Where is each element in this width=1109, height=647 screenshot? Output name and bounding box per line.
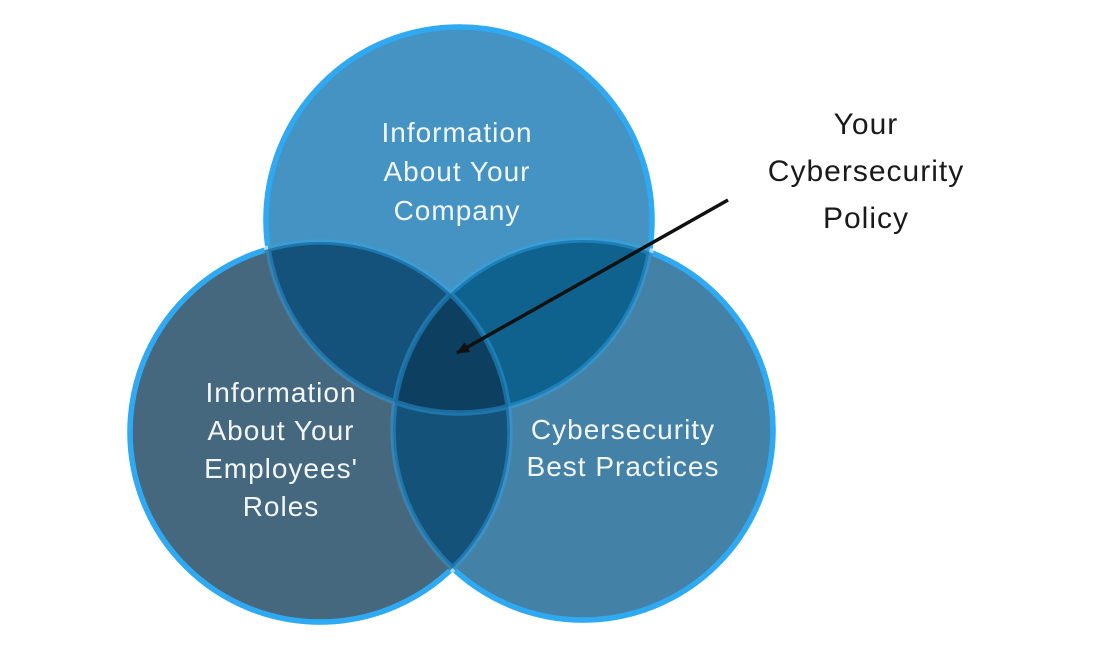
annotation-arrow	[456, 198, 729, 355]
circle-employees-border	[127, 239, 513, 625]
circle-company-border	[263, 24, 655, 416]
circle-practices-border	[390, 237, 776, 623]
